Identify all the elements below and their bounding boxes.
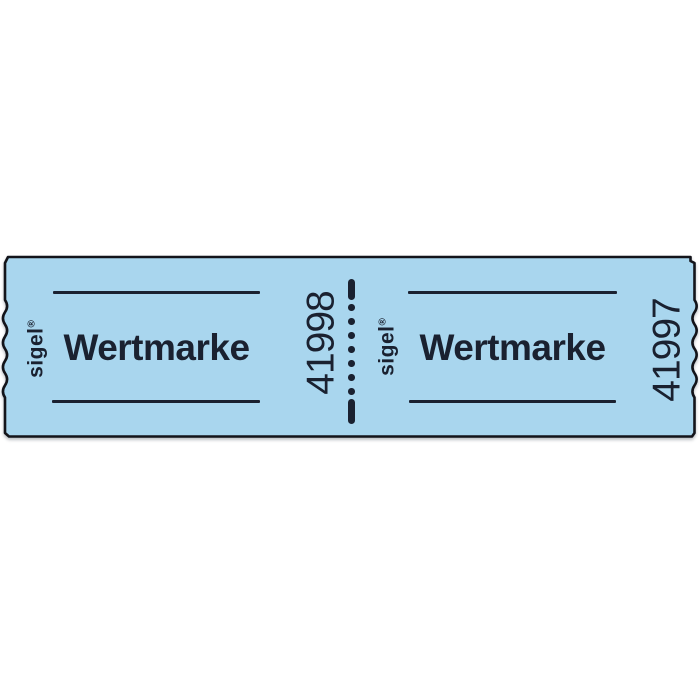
- ticket-right-serial-number: 41997: [645, 298, 689, 402]
- registered-mark: ®: [26, 320, 38, 328]
- brand-text: sigel: [375, 325, 399, 376]
- ticket-right-title: Wertmarke: [409, 327, 616, 368]
- ticket-right-bottom-rule: [409, 400, 616, 403]
- ticket-left: sigel® Wertmarke 41998: [0, 257, 351, 437]
- ticket-left-brand: sigel®: [24, 320, 48, 378]
- ticket-left-bottom-rule: [52, 400, 260, 403]
- ticket-right: sigel® Wertmarke 41997: [351, 257, 700, 437]
- ticket-left-serial-number: 41998: [299, 291, 343, 395]
- title-text: Wertmarke: [63, 327, 250, 368]
- ticket-right-brand: sigel®: [375, 318, 399, 376]
- ticket-left-title: Wertmarke: [53, 327, 260, 368]
- brand-text: sigel: [24, 327, 48, 378]
- title-text: Wertmarke: [419, 327, 606, 368]
- ticket-left-top-rule: [53, 291, 260, 294]
- registered-mark: ®: [377, 318, 389, 326]
- ticket-right-top-rule: [408, 291, 617, 294]
